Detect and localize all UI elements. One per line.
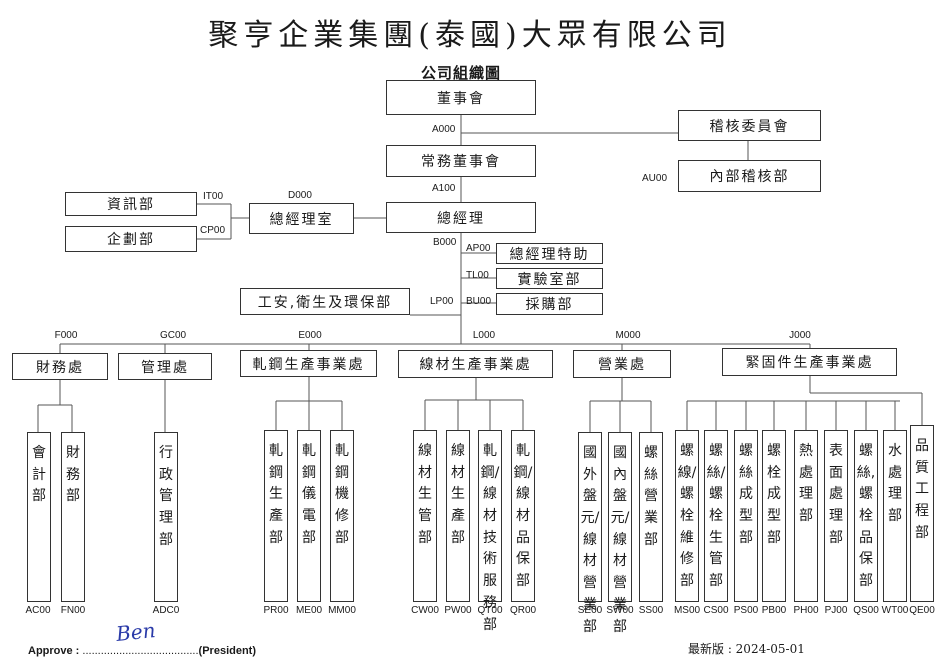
- planning-code: CP00: [200, 225, 226, 236]
- dept-box-steel-maintenance: 軋鋼機修部: [330, 430, 354, 602]
- dept-code-steel-maintenance: MM00: [328, 605, 356, 616]
- finance-box: 財務處: [12, 353, 108, 380]
- dept-box-surface-treatment: 表面處理部: [824, 430, 848, 602]
- gm-assistant-box: 總經理特助: [496, 243, 603, 264]
- purchasing-code: BU00: [466, 296, 492, 307]
- management-code: GC00: [159, 330, 187, 341]
- wire-division-code: L000: [472, 330, 496, 341]
- fastener-division-code: J000: [789, 330, 811, 341]
- dept-code-fastener-control: CS00: [703, 605, 729, 616]
- dept-box-bolt-forming: 螺栓成型部: [762, 430, 786, 602]
- board-box: 董事會: [386, 80, 536, 115]
- approve-dots: ......................................: [82, 645, 199, 657]
- steel-division-box: 軋鋼生產事業處: [240, 350, 377, 377]
- steel-division-code: E000: [298, 330, 322, 341]
- gm-assistant-code: AP00: [466, 243, 491, 254]
- dept-code-fastener-qa: QS00: [853, 605, 879, 616]
- dept-code-steel-wire-qa: QR00: [509, 605, 537, 616]
- dept-code-tech-service: QT00: [477, 605, 503, 616]
- dept-box-export-sales: 國外盤元/線材營業部: [578, 432, 602, 635]
- dept-code-steel-electrical: ME00: [295, 605, 323, 616]
- dept-code-surface-treatment: PJ00: [824, 605, 848, 616]
- dept-code-finance: FN00: [60, 605, 86, 616]
- dept-code-water-treatment: WT00: [881, 605, 909, 616]
- dept-box-heat-treatment: 熱處理部: [794, 430, 818, 602]
- dept-code-domestic-sales: SW00: [606, 605, 634, 616]
- dept-code-quality-engineering: QE00: [909, 605, 935, 616]
- dept-box-admin: 行政管理部: [154, 432, 178, 602]
- approve-label: Approve :: [28, 645, 80, 657]
- safety-code: LP00: [430, 296, 454, 307]
- dept-box-fastener-maintenance: 螺線/螺栓維修部: [675, 430, 699, 602]
- dept-box-water-treatment: 水處理部: [883, 430, 907, 602]
- gm-box: 總經理: [386, 202, 536, 233]
- internal-audit-code: AU00: [642, 173, 668, 184]
- management-box: 管理處: [118, 353, 212, 380]
- dept-box-domestic-sales: 國內盤元/線材營業部: [608, 432, 632, 635]
- purchasing-box: 採購部: [496, 293, 603, 315]
- it-code: IT00: [203, 191, 224, 202]
- approve-role: (President): [198, 645, 257, 657]
- dept-box-quality-engineering: 品質工程部: [910, 425, 934, 602]
- finance-code: F000: [54, 330, 78, 341]
- chart-subtitle: 公司組織圖: [420, 64, 501, 82]
- dept-code-screw-sales: SS00: [638, 605, 664, 616]
- dept-box-steel-electrical: 軋鋼儀電部: [297, 430, 321, 602]
- planning-box: 企劃部: [65, 226, 197, 252]
- dept-box-steel-wire-qa: 軋鋼/線材品保部: [511, 430, 535, 602]
- safety-box: 工安,衛生及環保部: [240, 288, 410, 315]
- dept-code-export-sales: SE00: [577, 605, 603, 616]
- dept-code-accounting: AC00: [25, 605, 51, 616]
- dept-code-fastener-maintenance: MS00: [673, 605, 701, 616]
- approve-line: Approve : ..............................…: [28, 645, 256, 657]
- dept-box-fastener-control: 螺絲/螺栓生管部: [704, 430, 728, 602]
- fastener-division-box: 緊固件生產事業處: [722, 348, 897, 376]
- sales-box: 營業處: [573, 350, 671, 378]
- dept-code-admin: ADC0: [152, 605, 180, 616]
- dept-box-steel-production: 軋鋼生產部: [264, 430, 288, 602]
- dept-box-wire-control: 線材生管部: [413, 430, 437, 602]
- gm-code: B000: [433, 237, 457, 248]
- it-box: 資訊部: [65, 192, 197, 216]
- dept-code-wire-production: PW00: [444, 605, 472, 616]
- exec-board-box: 常務董事會: [386, 145, 536, 177]
- revision-date: 最新版 : 2024-05-01: [688, 642, 805, 656]
- lab-code: TL00: [466, 270, 489, 281]
- internal-audit-box: 內部稽核部: [678, 160, 821, 192]
- dept-box-wire-production: 線材生產部: [446, 430, 470, 602]
- sales-code: M000: [615, 330, 641, 341]
- chart-title: 聚亨企業集團(泰國)大眾有限公司: [208, 18, 732, 53]
- dept-code-wire-control: CW00: [411, 605, 439, 616]
- dept-code-heat-treatment: PH00: [793, 605, 819, 616]
- board-code: A000: [432, 124, 456, 135]
- dept-code-steel-production: PR00: [263, 605, 289, 616]
- dept-box-screw-forming: 螺絲成型部: [734, 430, 758, 602]
- dept-box-tech-service: 軋鋼/線材技術服務部: [478, 430, 502, 633]
- dept-box-screw-sales: 螺絲營業部: [639, 432, 663, 602]
- dept-code-bolt-forming: PB00: [761, 605, 787, 616]
- president-signature: Ben: [114, 618, 157, 646]
- dept-box-fastener-qa: 螺絲,螺栓品保部: [854, 430, 878, 602]
- audit-committee-box: 稽核委員會: [678, 110, 821, 141]
- gm-office-box: 總經理室: [249, 203, 354, 234]
- dept-code-screw-forming: PS00: [733, 605, 759, 616]
- dept-box-finance: 財務部: [61, 432, 85, 602]
- gm-office-code: D000: [288, 190, 312, 201]
- dept-box-accounting: 會計部: [27, 432, 51, 602]
- wire-division-box: 線材生產事業處: [398, 350, 553, 378]
- exec-board-code: A100: [432, 183, 456, 194]
- lab-box: 實驗室部: [496, 268, 603, 289]
